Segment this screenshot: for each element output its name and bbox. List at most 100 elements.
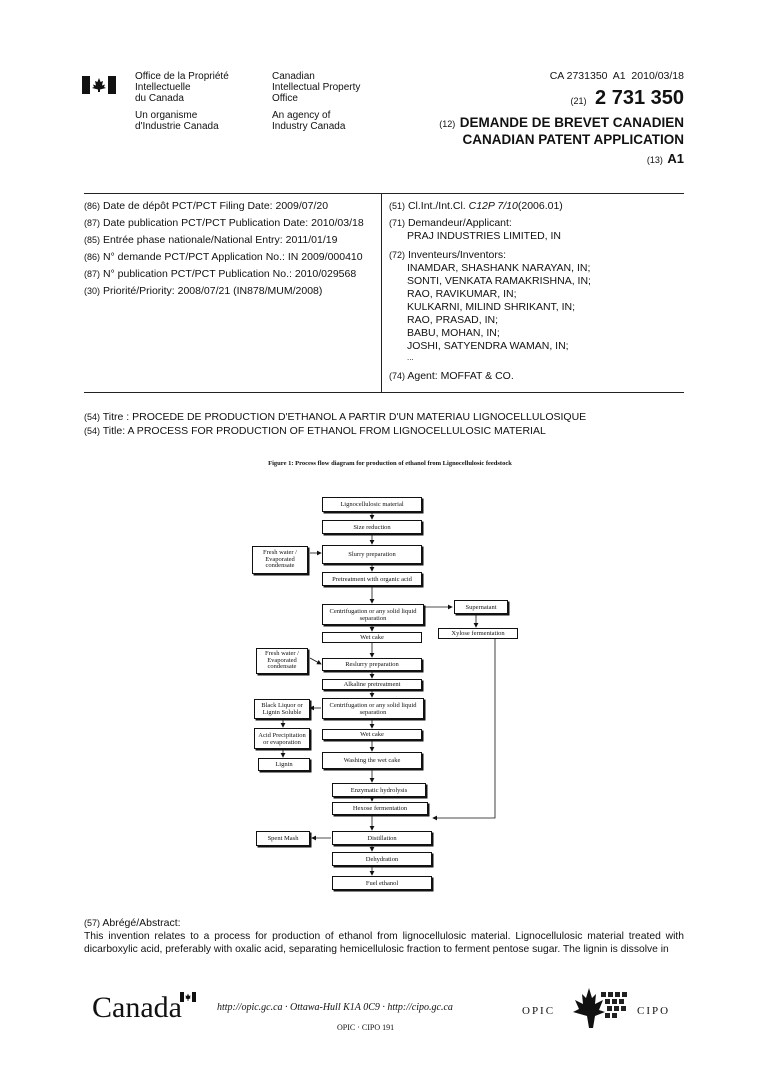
cipo-maple-logo-icon	[573, 988, 627, 1028]
office-en-line: Intellectual Property	[272, 82, 361, 93]
flow-box-centrifugation-1: Centrifugation or any solid liquid separ…	[322, 604, 424, 625]
flow-box-washing: Washing the wet cake	[322, 752, 422, 769]
field-code: (74)	[389, 371, 406, 381]
title-fr-line: (12) DEMANDE DE BREVET CANADIEN	[439, 114, 684, 132]
flow-box-centrifugation-2: Centrifugation or any solid liquid separ…	[322, 698, 424, 719]
agency-fr-line: Un organisme	[135, 110, 198, 121]
field-code: (87)	[84, 218, 101, 228]
office-en-line: Office	[272, 93, 298, 104]
flow-box-dehydration: Dehydration	[332, 852, 432, 866]
flow-box-acid-precipitation: Acid Precipitation or evaporation	[254, 728, 310, 749]
patent-title-fr: DEMANDE DE BREVET CANADIEN	[459, 115, 684, 130]
title-fr: (54) Titre : PROCEDE DE PRODUCTION D'ETH…	[84, 411, 586, 424]
field-label: Title:	[102, 425, 126, 437]
flow-box-supernatant: Supernatant	[454, 600, 508, 614]
field-code: (86)	[84, 201, 101, 211]
flow-box-fuel-ethanol: Fuel ethanol	[332, 876, 432, 890]
field-label: Demandeur/Applicant:	[407, 217, 512, 229]
office-en-line: Canadian	[272, 71, 315, 82]
inventor-name: INAMDAR, SHASHANK NARAYAN, IN;	[407, 262, 591, 274]
field-value: 2010/029568	[294, 268, 357, 280]
field-code: (86)	[84, 252, 101, 262]
footer-sub: OPIC · CIPO 191	[337, 1023, 395, 1032]
application-number: 2 731 350	[595, 87, 684, 109]
field-applicant: (71) Demandeur/Applicant: PRAJ INDUSTRIE…	[389, 217, 591, 243]
field-code: (72)	[389, 250, 406, 260]
flow-box-lignin: Lignin	[258, 758, 310, 771]
field-value: (2006.01)	[517, 200, 563, 212]
field-value: 2008/07/21 (IN878/MUM/2008)	[177, 285, 323, 297]
field-code: (57)	[84, 918, 101, 928]
office-fr-line: Office de la Propriété	[135, 71, 229, 82]
office-fr-line: Intellectuelle	[135, 82, 191, 93]
field-label: Entrée phase nationale/National Entry:	[102, 234, 283, 246]
field-pct-application: (86) N° demande PCT/PCT Application No.:…	[84, 251, 364, 264]
abstract-heading: (57) Abrégé/Abstract:	[84, 917, 684, 930]
field-code: (71)	[389, 218, 406, 228]
field-value: PRAJ INDUSTRIES LIMITED, IN	[407, 230, 562, 242]
wordmark-flag-icon	[180, 992, 196, 1002]
inventor-name: JOSHI, SATYENDRA WAMAN, IN;	[407, 340, 569, 352]
field-inventors: (72) Inventeurs/Inventors: INAMDAR, SHAS…	[389, 249, 591, 362]
flow-box-reslurry-preparation: Reslurry preparation	[322, 658, 422, 671]
inventor-name: KULKARNI, MILIND SHRIKANT, IN;	[407, 301, 576, 313]
field-national-entry: (85) Entrée phase nationale/National Ent…	[84, 234, 364, 247]
field-value: 2011/01/19	[285, 234, 338, 246]
column-divider	[381, 194, 382, 392]
bibliographic-right: (51) Cl.Int./Int.Cl. C12P 7/10(2006.01) …	[389, 200, 591, 387]
flow-box-fresh-water-1: Fresh water / Evaporated condensate	[252, 546, 308, 574]
flow-box-pretreatment: Pretreatment with organic acid	[322, 572, 422, 586]
flow-box-wet-cake-2: Wet cake	[322, 729, 422, 740]
office-en-block: Canadian Intellectual Property Office An…	[272, 71, 360, 132]
inventor-name: BABU, MOHAN, IN;	[407, 327, 500, 339]
field-label: Date publication PCT/PCT Publication Dat…	[102, 217, 309, 229]
field-label: N° demande PCT/PCT Application No.:	[102, 251, 285, 263]
title-block: (54) Titre : PROCEDE DE PRODUCTION D'ETH…	[84, 411, 586, 438]
inventor-name: RAO, PRASAD, IN;	[407, 314, 499, 326]
field-code: (87)	[84, 269, 101, 279]
bibliographic-left: (86) Date de dépôt PCT/PCT Filing Date: …	[84, 200, 364, 302]
flow-box-xylose-fermentation: Xylose fermentation	[438, 628, 518, 639]
figure-caption: Figure 1: Process flow diagram for produ…	[268, 460, 512, 467]
field-code: (54)	[84, 412, 101, 422]
agency-fr-line: d'Industrie Canada	[135, 121, 219, 132]
patent-title-en: CANADIAN PATENT APPLICATION	[462, 132, 685, 147]
agency-en-line: An agency of	[272, 110, 331, 121]
field-agent: (74) Agent: MOFFAT & CO.	[389, 370, 591, 383]
field-label: Agent:	[407, 370, 438, 382]
flow-box-slurry-preparation: Slurry preparation	[322, 545, 422, 564]
field-label: Priorité/Priority:	[102, 285, 175, 297]
bibliographic-divider	[84, 392, 684, 393]
field-classification: (51) Cl.Int./Int.Cl. C12P 7/10(2006.01)	[389, 200, 591, 213]
footer-links: http://opic.gc.ca · Ottawa-Hull K1A 0C9 …	[217, 1002, 453, 1013]
code-13: (13)	[646, 155, 663, 165]
cipo-label: CIPO	[637, 1005, 671, 1017]
field-publication-date: (87) Date publication PCT/PCT Publicatio…	[84, 217, 364, 230]
office-fr-line: du Canada	[135, 93, 184, 104]
inventor-name: SONTI, VENKATA RAMAKRISHNA, IN;	[407, 275, 591, 287]
field-code: (51)	[389, 201, 406, 211]
header-divider	[84, 193, 684, 194]
field-label: Date de dépôt PCT/PCT Filing Date:	[102, 200, 273, 212]
inventor-name: RAO, RAVIKUMAR, IN;	[407, 288, 517, 300]
canada-flag-icon	[82, 76, 116, 94]
field-label: Titre :	[102, 411, 130, 423]
flow-box-spent-mash: Spent Mash	[256, 831, 310, 846]
code-12: (12)	[439, 119, 456, 129]
field-code: (30)	[84, 286, 101, 296]
field-label: Inventeurs/Inventors:	[407, 249, 506, 261]
field-value: PROCEDE DE PRODUCTION D'ETHANOL A PARTIR…	[132, 411, 587, 423]
field-pct-publication: (87) N° publication PCT/PCT Publication …	[84, 268, 364, 281]
flow-box-alkaline-pretreatment: Alkaline pretreatment	[322, 679, 422, 690]
flow-box-fresh-water-2: Fresh water / Evaporated condensate	[256, 648, 308, 674]
code-21: (21)	[570, 96, 587, 106]
inventor-ellipsis: ...	[407, 353, 414, 362]
flow-box-lignocellulosic-material: Lignocellulosic material	[322, 497, 422, 512]
application-number-line: (21) 2 731 350	[571, 87, 684, 110]
field-label: Cl.Int./Int.Cl.	[407, 200, 466, 212]
field-code: (54)	[84, 426, 101, 436]
canada-wordmark: Canada	[92, 991, 182, 1024]
field-label: N° publication PCT/PCT Publication No.:	[102, 268, 292, 280]
flow-box-wet-cake-1: Wet cake	[322, 632, 422, 643]
field-value: C12P 7/10	[468, 200, 518, 212]
